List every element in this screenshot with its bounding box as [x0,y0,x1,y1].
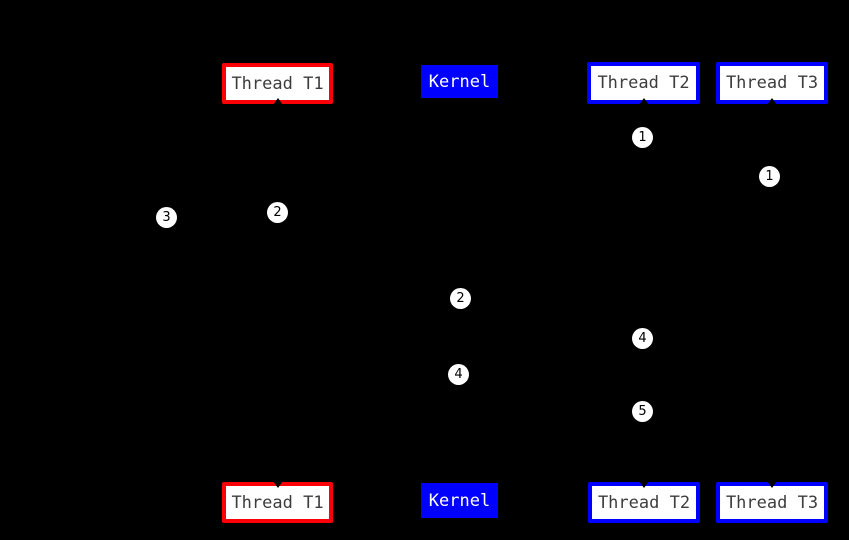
kernel-top-label: Kernel [428,71,491,92]
step-marker: 1 [632,127,653,148]
arrowhead-notch [638,98,649,105]
step-marker-number: 3 [162,210,171,225]
arrowhead-notch [767,98,777,105]
step-marker-number: 1 [765,169,774,184]
step-marker-number: 1 [638,130,647,145]
step-marker: 2 [267,202,288,223]
step-marker: 5 [632,401,653,422]
thread-t3-top-label: Thread T3 [725,73,819,93]
step-marker-number: 5 [638,404,647,419]
arrowhead-notch [272,98,283,105]
thread-t2-top-label: Thread T2 [597,73,690,93]
arrowhead-notch [272,481,283,488]
thread-t1-bottom-label: Thread T1 [231,492,324,513]
step-marker: 2 [450,288,471,309]
thread-t2-bottom-box: Thread T2 [588,481,700,523]
step-marker: 4 [448,364,469,385]
step-marker-number: 2 [456,291,465,306]
thread-t1-bottom-box: Thread T1 [222,481,333,523]
arrowhead-notch [639,481,649,488]
step-marker: 4 [632,328,653,349]
thread-t2-top-box: Thread T2 [587,62,700,105]
thread-t2-bottom-label: Thread T2 [597,492,691,513]
thread-t1-top-box: Thread T1 [222,63,333,105]
kernel-bottom-label: Kernel [428,490,491,511]
kernel-top-box: Kernel [421,65,498,98]
thread-t3-top-box: Thread T3 [716,62,828,105]
step-marker: 1 [759,166,780,187]
step-marker-number: 2 [273,205,282,220]
step-marker-number: 4 [454,367,463,382]
thread-t1-top-label: Thread T1 [231,73,324,94]
arrowhead-notch [767,481,777,488]
thread-t3-bottom-box: Thread T3 [716,481,828,523]
thread-t3-bottom-label: Thread T3 [725,492,819,513]
kernel-bottom-box: Kernel [421,483,498,518]
step-marker: 3 [156,207,177,228]
step-marker-number: 4 [638,331,647,346]
